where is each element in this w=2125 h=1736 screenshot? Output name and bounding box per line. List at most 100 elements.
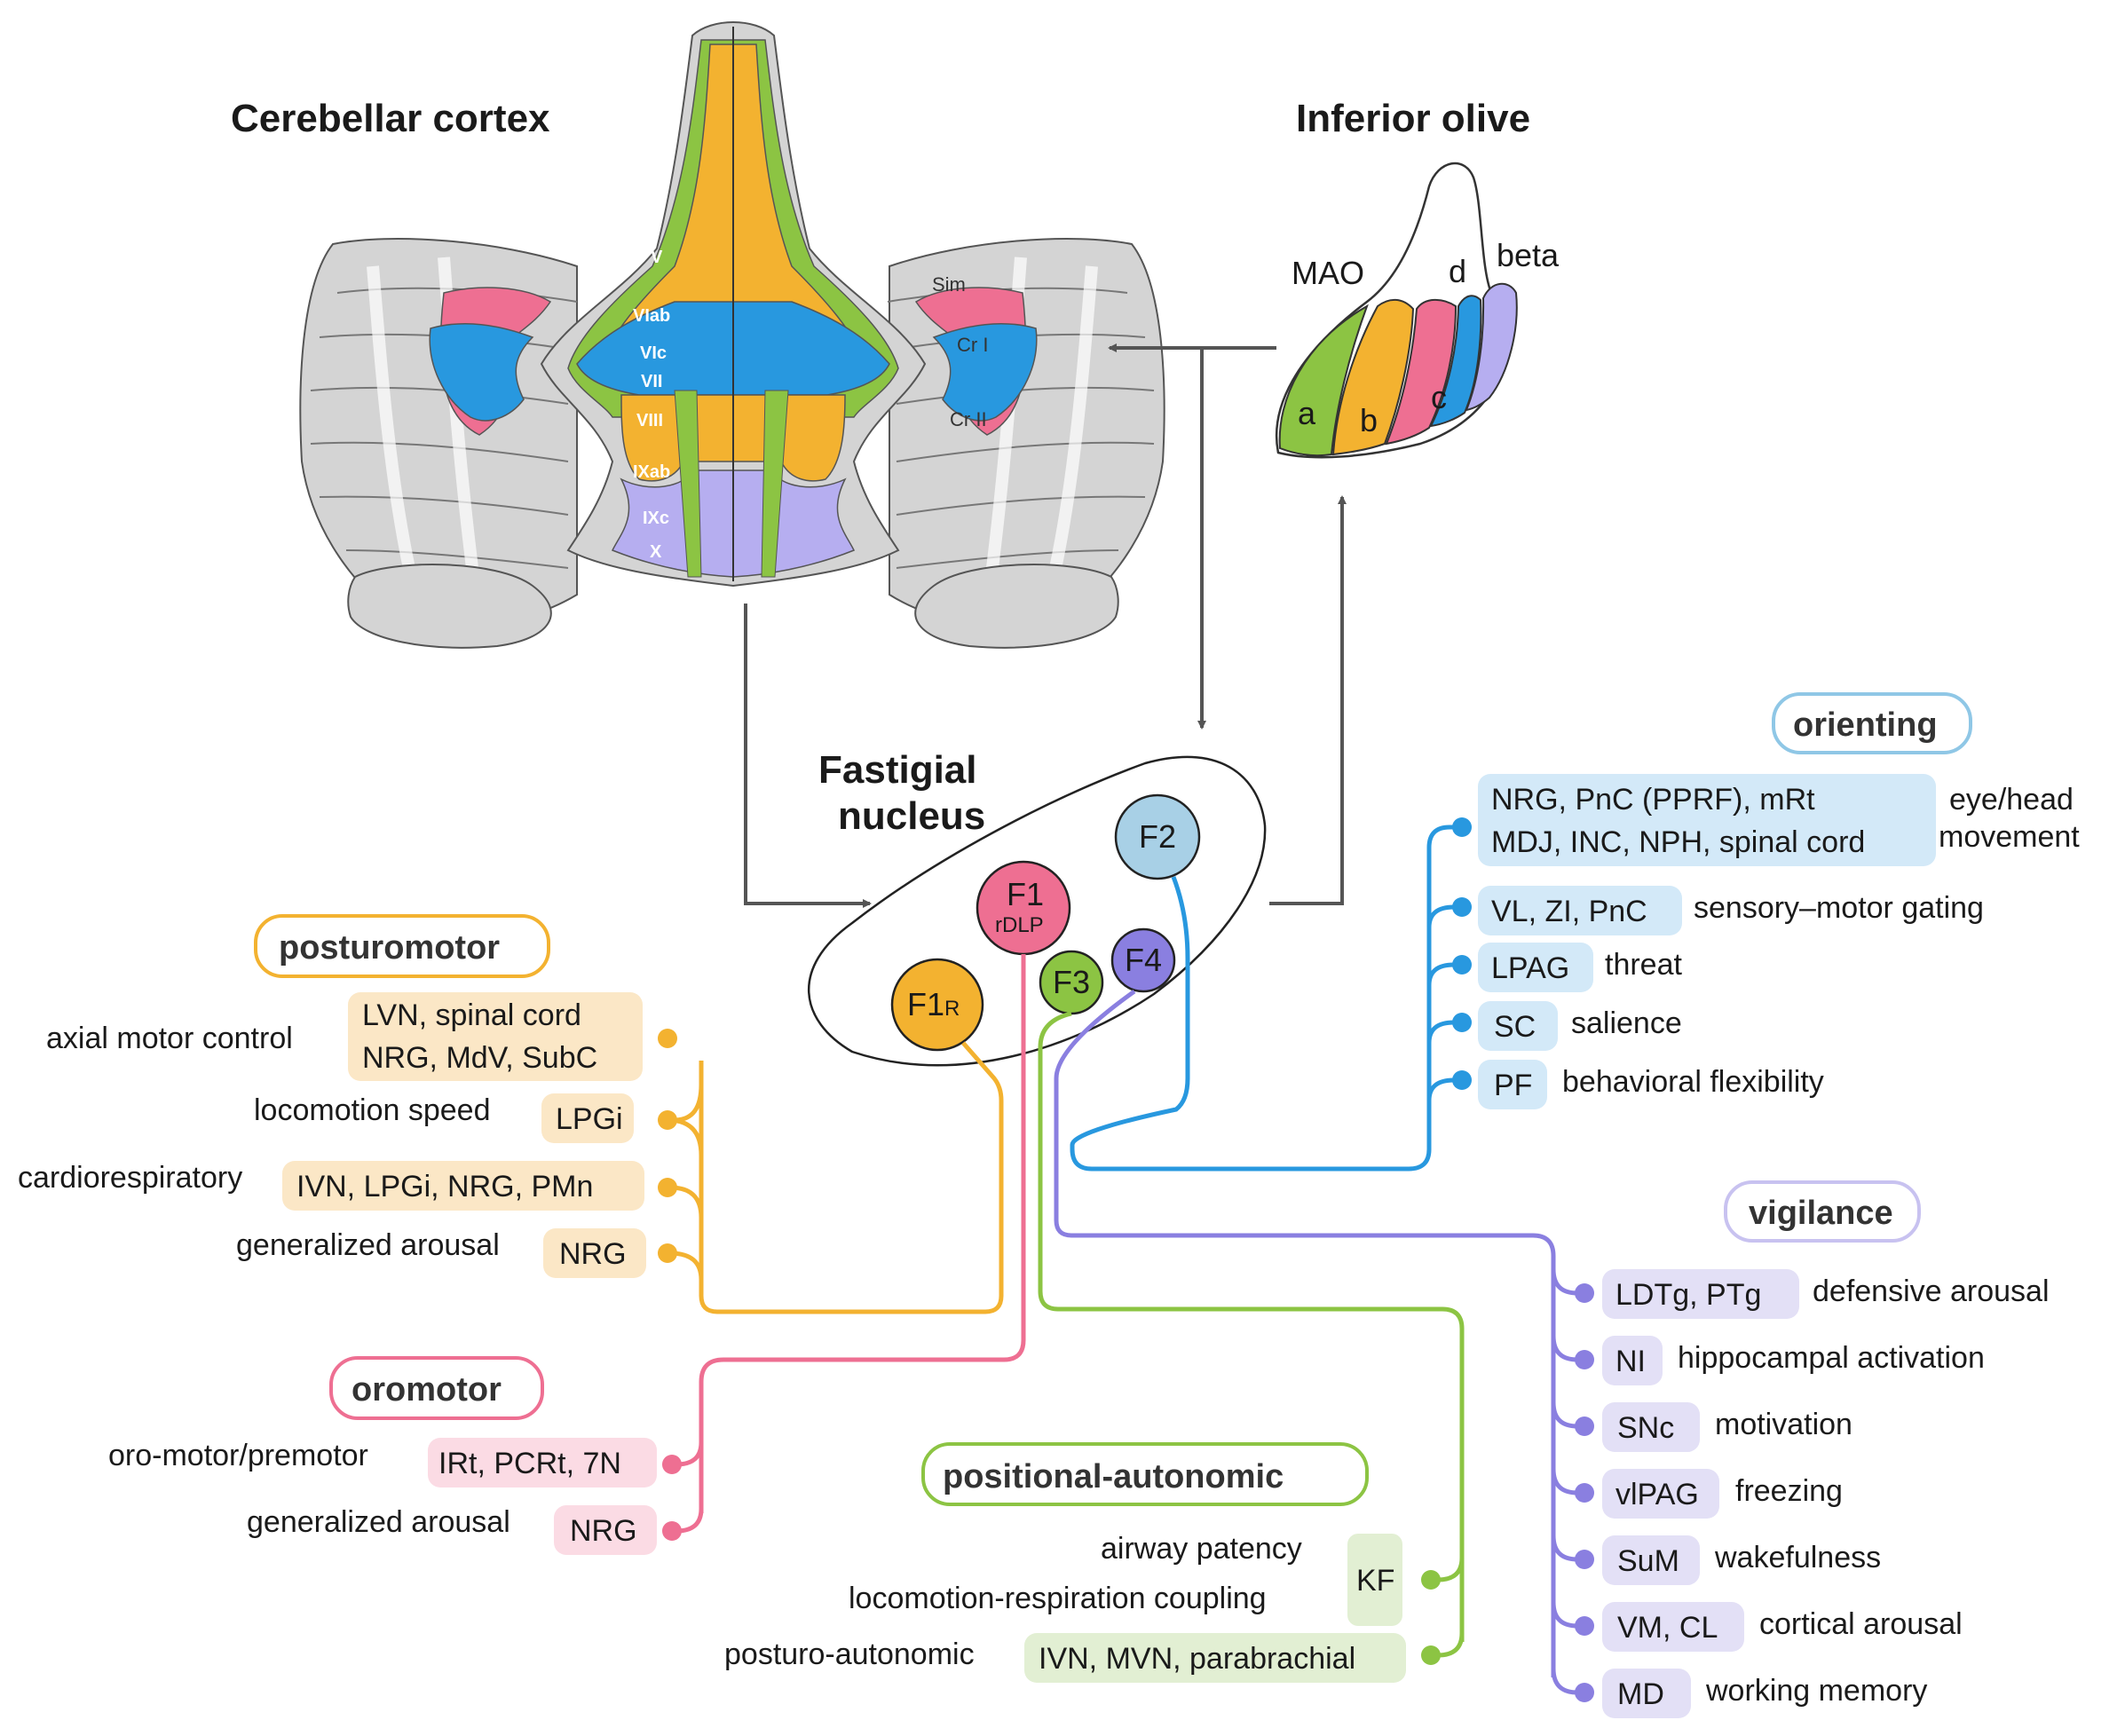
target-box xyxy=(1602,1602,1744,1652)
posturomotor-line xyxy=(699,1041,1004,1314)
fastigial-nucleus: Fastigial nucleus F1R F1 rDLP F2 F3 F4 xyxy=(807,748,1267,1067)
nucleus-f2 xyxy=(1114,793,1201,880)
nucleus-f1-sublabel: rDLP xyxy=(995,913,1044,937)
vigilance-line xyxy=(1054,989,1556,1677)
function-label: eye/head xyxy=(1949,783,2074,817)
target-box xyxy=(1602,1669,1691,1718)
dot-vigilance xyxy=(1575,1416,1594,1436)
nucleus-f1r-label: F1R xyxy=(907,986,960,1022)
olive-label-beta: beta xyxy=(1497,237,1560,273)
target-label: MDJ, INC, NPH, spinal cord xyxy=(1491,825,1865,859)
target-box xyxy=(541,1093,634,1143)
right-paraflocculus xyxy=(914,564,1119,649)
vigilance-branch xyxy=(1551,1268,1578,1296)
olive-label-c: c xyxy=(1431,379,1447,415)
function-label: generalized arousal xyxy=(236,1228,500,1262)
target-box xyxy=(1347,1534,1402,1626)
dot-posturomotor xyxy=(658,1110,677,1130)
target-box xyxy=(348,992,643,1081)
module-posturomotor: posturomotor LVN, spinal cord NRG, MdV, … xyxy=(18,914,646,1278)
function-label: posturo-autonomic xyxy=(724,1637,975,1671)
module-oromotor: oromotor IRt, PCRt, 7N oro-motor/premoto… xyxy=(108,1356,657,1555)
positional-autonomic-line xyxy=(1038,1011,1465,1642)
olive-subnucleus-a xyxy=(1278,304,1369,457)
lobule-label: III xyxy=(648,141,663,161)
hemisphere-label-sim: Sim xyxy=(932,273,966,296)
nucleus-f4-label: F4 xyxy=(1125,942,1162,978)
vigilance-branch xyxy=(1551,1668,1578,1695)
target-box xyxy=(1478,1060,1547,1109)
lobule-label: IXab xyxy=(633,462,670,482)
target-box xyxy=(1602,1336,1663,1385)
module-header: orienting xyxy=(1793,706,1938,744)
olive-label-d: d xyxy=(1449,253,1466,289)
target-label: NI xyxy=(1615,1345,1646,1378)
dot-vigilance xyxy=(1575,1283,1594,1303)
target-label: SC xyxy=(1494,1010,1536,1044)
lobule-label: IXc xyxy=(643,509,669,528)
target-label: PF xyxy=(1494,1069,1532,1102)
function-label: behavioral flexibility xyxy=(1562,1065,1824,1099)
positional-autonomic-branch xyxy=(1437,1557,1465,1582)
lobule-label: IV xyxy=(648,203,666,223)
target-label: VL, ZI, PnC xyxy=(1491,895,1647,928)
left-paraflocculus xyxy=(347,564,552,649)
target-box xyxy=(1602,1402,1700,1452)
function-label: generalized arousal xyxy=(247,1505,510,1539)
target-label: NRG xyxy=(559,1237,627,1271)
zone-right-blue xyxy=(932,323,1038,422)
function-label: axial motor control xyxy=(46,1022,293,1055)
olive-label-b: b xyxy=(1360,402,1378,438)
lobule-label: VIab xyxy=(633,306,670,326)
target-label: LVN, spinal cord xyxy=(362,998,581,1032)
function-label: hippocampal activation xyxy=(1678,1341,1985,1375)
nucleus-f1r xyxy=(890,958,984,1052)
nucleus-f1r-sub: R xyxy=(944,997,960,1021)
dot-orienting xyxy=(1452,897,1472,917)
module-positional-autonomic: positional-autonomic KF airway patency l… xyxy=(724,1442,1406,1683)
positional-autonomic-branch xyxy=(1437,1632,1465,1658)
dot-vigilance xyxy=(1575,1683,1594,1702)
target-label: LPAG xyxy=(1491,951,1569,985)
module-vigilance: vigilance LDTg, PTg defensive arousal NI… xyxy=(1602,1180,2050,1718)
dot-vigilance xyxy=(1575,1350,1594,1369)
fastigial-title-line1: Fastigial xyxy=(818,748,977,792)
module-header-box xyxy=(1772,692,1972,754)
dot-positional-autonomic xyxy=(1421,1645,1441,1665)
module-header: oromotor xyxy=(352,1371,502,1409)
function-label: defensive arousal xyxy=(1813,1274,2050,1308)
orienting-branch xyxy=(1426,1020,1455,1044)
nucleus-f1-label: F1 xyxy=(1007,876,1044,912)
nucleus-f4 xyxy=(1110,927,1176,993)
olive-label-mao: MAO xyxy=(1292,255,1364,291)
lobule-label: VIII xyxy=(636,411,663,430)
orienting-branch xyxy=(1426,904,1455,928)
target-label: SNc xyxy=(1617,1411,1674,1445)
oromotor-line xyxy=(699,954,1026,1513)
target-label: LDTg, PTg xyxy=(1615,1278,1761,1312)
function-label: cortical arousal xyxy=(1759,1607,1963,1641)
nucleus-f2-label: F2 xyxy=(1139,818,1176,855)
function-label: freezing xyxy=(1735,1474,1843,1508)
vigilance-branch xyxy=(1551,1401,1578,1429)
arrow-fastigial-to-olive xyxy=(1269,495,1347,905)
vigilance-branch xyxy=(1551,1335,1578,1362)
function-label: salience xyxy=(1571,1006,1682,1040)
vigilance-branch xyxy=(1551,1535,1578,1562)
hemisphere-label-cr2: Cr II xyxy=(950,408,987,430)
dot-oromotor xyxy=(662,1455,682,1474)
target-box xyxy=(428,1438,657,1487)
function-label: oro-motor/premotor xyxy=(108,1439,368,1472)
dot-orienting xyxy=(1452,1070,1472,1090)
target-label: NRG xyxy=(570,1514,637,1548)
nucleus-f1r-main: F1 xyxy=(907,986,944,1022)
dot-posturomotor xyxy=(658,1178,677,1197)
module-header-box xyxy=(329,1356,544,1420)
target-label: NRG, PnC (PPRF), mRt xyxy=(1491,783,1815,817)
orienting-branch xyxy=(1426,1077,1455,1101)
target-label: IRt, PCRt, 7N xyxy=(438,1447,621,1480)
olive-subnucleus-beta xyxy=(1465,282,1518,412)
target-label: NRG, MdV, SubC xyxy=(362,1041,597,1075)
function-label: working memory xyxy=(1705,1674,1927,1708)
target-box xyxy=(1602,1535,1700,1585)
